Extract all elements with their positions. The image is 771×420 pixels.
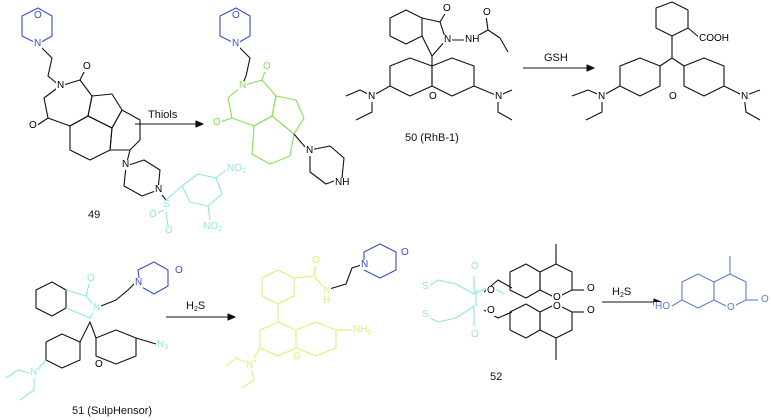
- atom-o: O: [552, 301, 562, 312]
- compound-50-product-structure: [571, 1, 761, 121]
- atom-n: N: [740, 91, 750, 102]
- atom-nh: NH: [334, 177, 351, 188]
- atom-n: N: [121, 159, 131, 170]
- atom-o: O: [292, 351, 302, 362]
- amine-group: NH2: [352, 324, 373, 336]
- atom-n: N: [238, 80, 248, 91]
- hydroxyl-group: HO: [654, 301, 671, 312]
- compound-49-structure: [21, 7, 227, 227]
- atom-n: N: [305, 145, 315, 156]
- atom-o: O: [668, 91, 678, 102]
- atom-o: O: [311, 255, 321, 266]
- atom-o: O: [586, 305, 596, 316]
- azide-group: N3: [156, 339, 170, 351]
- atom-o: O: [148, 209, 158, 220]
- compound-50-structure: [345, 9, 513, 121]
- compound-51-product-structure: [225, 243, 397, 389]
- atom-o: O: [760, 294, 770, 305]
- reagent-label-thiols: Thiols: [148, 109, 178, 121]
- atom-s: S: [421, 309, 430, 320]
- atom-h: H: [322, 295, 332, 306]
- atom-o: O: [470, 261, 480, 272]
- atom-n: N: [56, 80, 66, 91]
- atom-n: N: [231, 38, 241, 49]
- atom-n: N: [367, 91, 377, 102]
- atom-nh: NH: [464, 34, 481, 45]
- atom-n: N: [134, 277, 144, 288]
- compound-label-49: 49: [88, 209, 101, 221]
- atom-o: O: [486, 285, 496, 296]
- atom-o: O: [164, 225, 174, 236]
- atom-o: O: [33, 10, 43, 21]
- atom-n: N: [33, 38, 43, 49]
- atom-n: N: [443, 34, 453, 45]
- atom-o: O: [94, 359, 104, 370]
- atom-o: O: [174, 265, 184, 276]
- atom-n: N: [597, 91, 607, 102]
- atom-o: O: [552, 292, 562, 303]
- reagent-label-h2s: H2S: [186, 300, 206, 314]
- atom-o: O: [82, 61, 92, 72]
- atom-o: O: [28, 120, 38, 131]
- atom-o: O: [470, 329, 480, 340]
- atom-o: O: [486, 305, 496, 316]
- compound-label-52: 52: [490, 371, 503, 383]
- nitro-group: NO2: [226, 163, 247, 175]
- reagent-label-gsh: GSH: [544, 52, 568, 64]
- carboxylic-acid: COOH: [698, 33, 730, 44]
- compound-49-product-structure: [219, 7, 345, 185]
- compound-label-51: 51 (SulpHensor): [72, 405, 153, 417]
- reagent-label-h2s: H2S: [612, 286, 632, 300]
- atom-n: N: [494, 91, 504, 102]
- atom-o: O: [442, 3, 452, 14]
- atom-o: O: [586, 283, 596, 294]
- compound-label-50: 50 (RhB-1): [405, 132, 459, 144]
- atom-o: O: [86, 273, 96, 284]
- atom-o: O: [231, 10, 241, 21]
- compound-52-product-structure: [671, 256, 758, 309]
- atom-o: O: [400, 247, 410, 258]
- nitro-group: NO2: [202, 221, 223, 233]
- atom-o: O: [726, 302, 736, 313]
- atom-o: O: [212, 117, 222, 128]
- atom-s: S: [162, 199, 171, 210]
- atom-o: O: [428, 91, 438, 102]
- atom-o: O: [262, 61, 272, 72]
- atom-s: S: [421, 281, 430, 292]
- atom-n: N: [322, 285, 332, 296]
- iminium-n: N+: [245, 358, 259, 371]
- atom-o: O: [482, 7, 492, 18]
- atom-n: N: [29, 367, 39, 378]
- atom-n: N: [360, 259, 370, 270]
- atom-n: N: [154, 184, 164, 195]
- atom-n: N: [92, 302, 102, 313]
